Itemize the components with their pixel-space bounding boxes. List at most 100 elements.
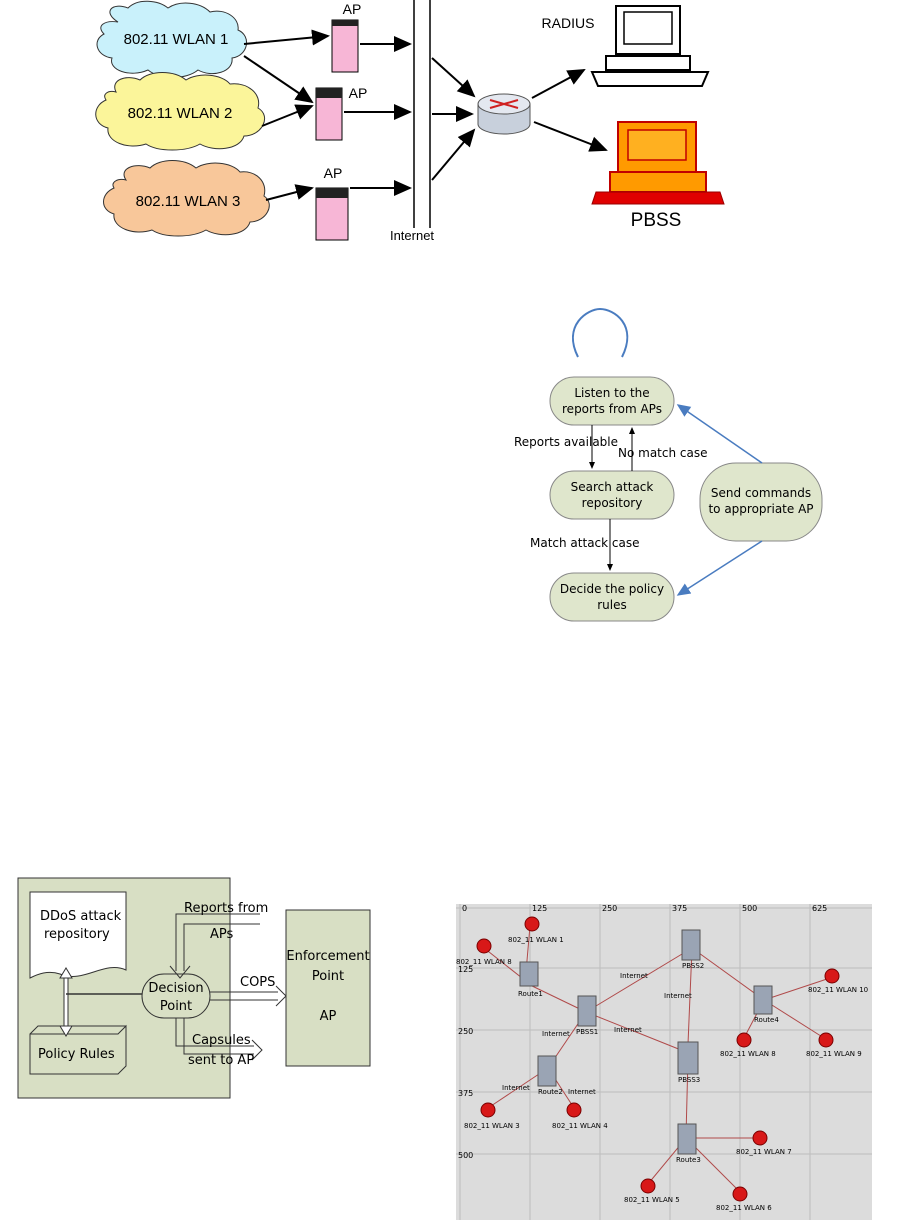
- pbss3-label: PBSS3: [678, 1076, 700, 1084]
- wlan8-left-label: 802_11 WLAN 8: [456, 958, 512, 966]
- wlan6-label: 802_11 WLAN 6: [716, 1204, 772, 1212]
- internet-link-label: Internet: [664, 992, 692, 1000]
- route1-label: Route1: [518, 990, 543, 998]
- route4-label: Route4: [754, 1016, 779, 1024]
- wlan2-label: 802.11 WLAN 2: [128, 105, 233, 122]
- route1-icon: [519, 961, 539, 987]
- ap3-device: AP: [315, 165, 349, 241]
- row-ruler-250: 250: [458, 1027, 473, 1036]
- ap1-device: AP: [331, 1, 362, 73]
- decision-line1: Decision: [148, 981, 203, 996]
- enforcement-point-box: Enforcement Point AP: [285, 909, 371, 1067]
- wlan3-label: 802_11 WLAN 3: [464, 1122, 520, 1130]
- route4-icon: [753, 985, 773, 1015]
- ruler-0: 0: [462, 904, 467, 913]
- wlan3-node: [480, 1102, 496, 1118]
- radius-server-icon: RADIUS: [542, 5, 710, 87]
- send-node-line2: to appropriate AP: [708, 502, 813, 516]
- policy-decision-diagram: DDoS attack repository Policy Rules Deci…: [17, 877, 371, 1099]
- pbss-label: PBSS: [631, 210, 682, 231]
- search-node-line2: repository: [582, 496, 643, 510]
- repository-line2: repository: [44, 927, 110, 942]
- send-node-line1: Send commands: [711, 486, 811, 500]
- wlan6-node: [732, 1186, 748, 1202]
- listen-node-line2: reports from APs: [562, 402, 662, 416]
- wlan1-label: 802_11 WLAN 1: [508, 936, 564, 944]
- ap2-device: AP: [315, 85, 368, 141]
- wlan1-cloud: 802.11 WLAN 1: [96, 0, 247, 78]
- ruler-375: 375: [672, 904, 687, 913]
- internet-label: Internet: [390, 228, 434, 243]
- row-ruler-500: 500: [458, 1151, 473, 1160]
- wlan3-label: 802.11 WLAN 3: [136, 193, 241, 210]
- decide-policy-node: Decide the policy rules: [549, 572, 675, 622]
- wlan7-node: [752, 1130, 768, 1146]
- wlan9-node: [818, 1032, 834, 1048]
- search-node-line1: Search attack: [571, 480, 654, 494]
- ap3-label: AP: [324, 165, 343, 181]
- enforce-line1: Enforcement: [286, 949, 369, 964]
- ruler-125: 125: [532, 904, 547, 913]
- wlan10-label: 802_11 WLAN 10: [808, 986, 868, 994]
- wlan8-label: 802_11 WLAN 8: [720, 1050, 776, 1058]
- cops-label: COPS: [240, 975, 275, 990]
- pbss3-icon: [677, 1041, 699, 1075]
- enforce-line2: Point: [312, 969, 344, 984]
- wlan5-label: 802_11 WLAN 5: [624, 1196, 680, 1204]
- internet-link-label: Internet: [542, 1030, 570, 1038]
- wlan1-label: 802.11 WLAN 1: [124, 31, 229, 48]
- pbss-server-icon: PBSS: [591, 121, 725, 231]
- pbss1-icon: [577, 995, 597, 1027]
- router-icon: [477, 93, 531, 135]
- wlan2-cloud: 802.11 WLAN 2: [95, 72, 265, 151]
- simulation-topology-diagram: 0 125 250 375 500 625 125 250 375 500 In…: [456, 904, 872, 1220]
- route3-icon: [677, 1123, 697, 1155]
- row-ruler-375: 375: [458, 1089, 473, 1098]
- reports-from-line2: APs: [210, 927, 234, 942]
- decide-node-line1: Decide the policy: [560, 582, 664, 596]
- wlan3-cloud: 802.11 WLAN 3: [103, 160, 270, 237]
- wlan7-label: 802_11 WLAN 7: [736, 1148, 792, 1156]
- search-repository-node: Search attack repository: [549, 470, 675, 520]
- listen-node-line1: Listen to the: [574, 386, 649, 400]
- repository-line1: DDoS attack: [40, 909, 122, 924]
- wlan8-node: [736, 1032, 752, 1048]
- topology-canvas: [456, 904, 872, 1220]
- ruler-250: 250: [602, 904, 617, 913]
- internet-link-label: Internet: [614, 1026, 642, 1034]
- ap2-label: AP: [349, 85, 368, 101]
- internet-bus: Internet: [390, 0, 434, 243]
- wlan4-node: [566, 1102, 582, 1118]
- wlan10-node: [824, 968, 840, 984]
- reports-from-line1: Reports from: [184, 901, 268, 916]
- ruler-625: 625: [812, 904, 827, 913]
- internet-link-label: Internet: [568, 1088, 596, 1096]
- internet-link-label: Internet: [620, 972, 648, 980]
- decide-node-line2: rules: [597, 598, 627, 612]
- wlan5-node: [640, 1178, 656, 1194]
- route2-label: Route2: [538, 1088, 563, 1096]
- ddos-repository-document: DDoS attack repository: [29, 891, 127, 979]
- match-attack-case-label: Match attack case: [530, 536, 640, 550]
- capsules-line2: sent to AP: [188, 1053, 254, 1068]
- route3-label: Route3: [676, 1156, 701, 1164]
- wlan8-node-left: [476, 938, 492, 954]
- radius-label: RADIUS: [542, 15, 595, 31]
- listen-reports-node: Listen to the reports from APs: [549, 376, 675, 426]
- no-match-case-label: No match case: [618, 446, 707, 460]
- row-ruler-125: 125: [458, 965, 473, 974]
- route2-icon: [537, 1055, 557, 1087]
- network-architecture-diagram: 802.11 WLAN 1 802.11 WLAN 2 802.11 WLAN …: [95, 0, 725, 243]
- wlan1-node: [524, 916, 540, 932]
- capsules-line1: Capsules: [192, 1033, 251, 1048]
- pbss1-label: PBSS1: [576, 1028, 598, 1036]
- policy-rules-label: Policy Rules: [38, 1047, 115, 1062]
- decision-line2: Point: [160, 999, 192, 1014]
- pbss2-label: PBSS2: [682, 962, 704, 970]
- ruler-500: 500: [742, 904, 757, 913]
- decision-point-node: Decision Point: [141, 973, 211, 1019]
- wlan4-label: 802_11 WLAN 4: [552, 1122, 608, 1130]
- enforce-ap: AP: [320, 1009, 337, 1024]
- internet-link-label: Internet: [502, 1084, 530, 1092]
- ap1-label: AP: [343, 1, 362, 17]
